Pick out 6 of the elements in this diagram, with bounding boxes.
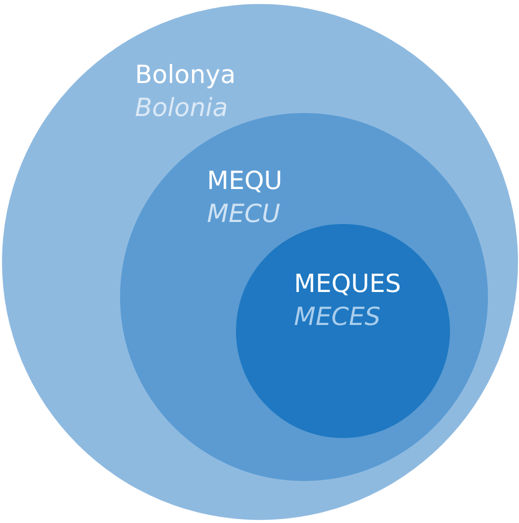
term-label: MEQUES xyxy=(294,269,402,299)
term-label: Bolonya xyxy=(135,60,236,90)
translation-label: MECU xyxy=(207,199,280,229)
term-label: MEQU xyxy=(207,166,282,196)
translation-label: Bolonia xyxy=(135,93,228,123)
translation-label: MECES xyxy=(294,302,380,332)
